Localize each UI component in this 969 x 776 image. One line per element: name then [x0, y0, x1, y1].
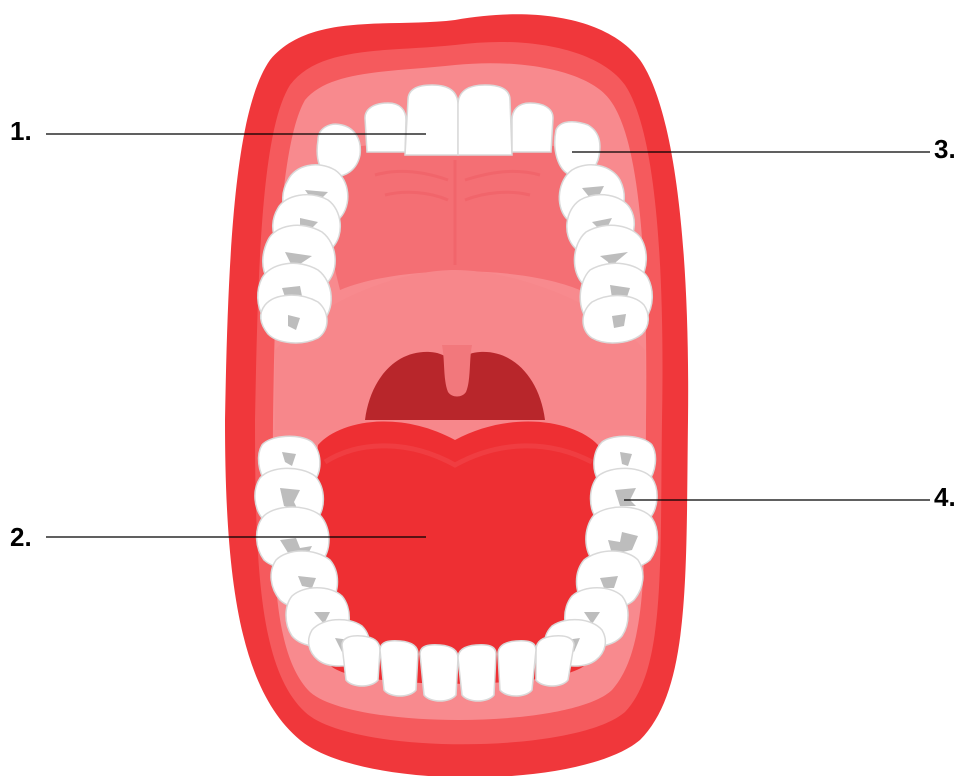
- label-3: 3.: [934, 134, 956, 164]
- upper-incisor-right: [458, 85, 512, 155]
- label-4: 4.: [934, 482, 956, 512]
- lower-lateral-left: [342, 636, 380, 686]
- upper-lateral-right: [512, 103, 553, 152]
- upper-lateral-left: [365, 103, 406, 152]
- lower-lateral-right: [536, 636, 574, 686]
- hard-palate: [325, 143, 593, 291]
- label-2: 2.: [10, 522, 32, 552]
- upper-incisor-left: [405, 85, 458, 155]
- lower-incisor-left-2: [380, 641, 418, 696]
- label-1: 1.: [10, 116, 32, 146]
- lower-incisor-right-1: [458, 645, 496, 701]
- lower-incisor-right-2: [498, 641, 536, 696]
- lower-incisor-left-1: [420, 645, 458, 701]
